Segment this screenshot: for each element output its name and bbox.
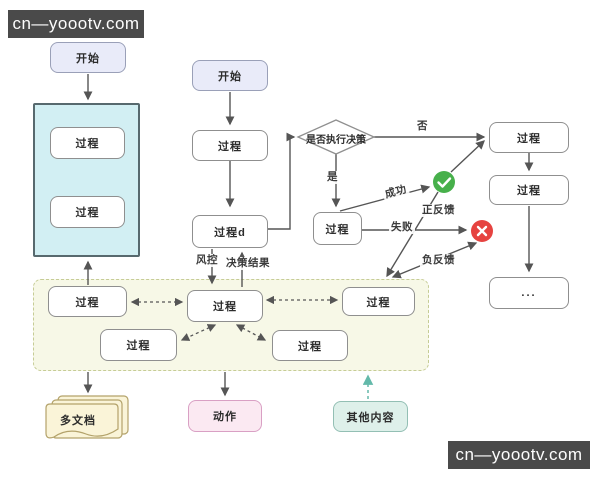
process-node-yellow-right: 过程 bbox=[342, 287, 415, 316]
label-no: 否 bbox=[415, 120, 430, 133]
action-node: 动作 bbox=[188, 400, 262, 432]
process-node-mid: 过程 bbox=[192, 130, 268, 161]
process-node-right-1: 过程 bbox=[489, 122, 569, 153]
multi-document-shape bbox=[45, 395, 129, 439]
process-node-under-decision: 过程 bbox=[313, 212, 362, 245]
label-negative-feedback: 负反馈 bbox=[420, 254, 457, 267]
label-fail: 失败 bbox=[389, 221, 415, 234]
process-node-right-2: 过程 bbox=[489, 175, 569, 205]
process-node-yellow-bottom-right: 过程 bbox=[272, 330, 348, 361]
ellipsis-node: ... bbox=[489, 277, 569, 309]
process-node-yellow-left: 过程 bbox=[48, 286, 127, 317]
watermark-bottom-right: cn—yoootv.com bbox=[448, 441, 590, 469]
label-decision-result: 决策结果 bbox=[224, 257, 272, 270]
label-risk-control: 风控 bbox=[194, 254, 220, 267]
dashed-edges bbox=[130, 295, 339, 341]
start-node-mid: 开始 bbox=[192, 60, 268, 91]
multi-document-label: 多文档 bbox=[60, 415, 96, 427]
process-node-blue-1: 过程 bbox=[50, 127, 125, 159]
dashed-mid-bottomright bbox=[235, 324, 267, 341]
process-node-yellow-mid: 过程 bbox=[187, 290, 263, 322]
start-node-left: 开始 bbox=[50, 42, 126, 73]
decision-label: 是否执行决策 bbox=[306, 135, 366, 146]
edge-check-box1 bbox=[450, 140, 485, 173]
success-check-icon bbox=[433, 171, 455, 193]
label-positive-feedback: 正反馈 bbox=[420, 204, 457, 217]
dashed-mid-bottomleft bbox=[180, 324, 217, 341]
edge-processd-decision bbox=[268, 132, 296, 230]
process-d-node: 过程d bbox=[192, 215, 268, 248]
watermark-top-left: cn—yoootv.com bbox=[8, 10, 144, 38]
label-yes: 是 bbox=[325, 171, 340, 184]
decision-diamond bbox=[296, 119, 376, 155]
process-node-yellow-bottom-left: 过程 bbox=[100, 329, 177, 361]
failure-x-icon bbox=[471, 220, 493, 242]
other-content-node: 其他内容 bbox=[333, 401, 408, 432]
process-node-blue-2: 过程 bbox=[50, 196, 125, 228]
solid-edges bbox=[83, 74, 534, 397]
